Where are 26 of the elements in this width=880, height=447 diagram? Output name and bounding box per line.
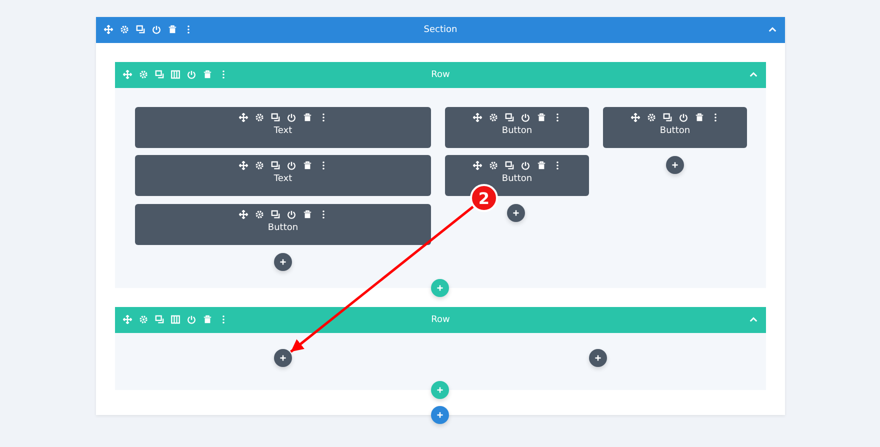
module-title: Button — [660, 126, 690, 136]
module-block — [135, 107, 431, 148]
row-title: Row — [431, 315, 450, 325]
add-button — [507, 204, 525, 222]
module-block — [135, 155, 431, 196]
row-panel — [115, 62, 766, 288]
module-title: Button — [502, 126, 532, 136]
section-title: Section — [424, 25, 458, 35]
module-title: Text — [274, 174, 292, 184]
module-block — [135, 204, 431, 245]
row-panel — [115, 307, 766, 390]
section-panel — [96, 17, 785, 415]
add-button — [589, 349, 607, 367]
add-button — [431, 279, 449, 297]
module-title: Button — [502, 174, 532, 184]
add-button — [274, 349, 292, 367]
row-title: Row — [431, 70, 450, 80]
add-button — [666, 156, 684, 174]
arrow — [290, 206, 474, 353]
module-title: Button — [268, 223, 298, 233]
add-button — [274, 253, 292, 271]
module-block — [445, 107, 589, 148]
module-block — [603, 107, 747, 148]
module-title: Text — [274, 126, 292, 136]
add-button — [431, 406, 449, 424]
add-button — [431, 381, 449, 399]
